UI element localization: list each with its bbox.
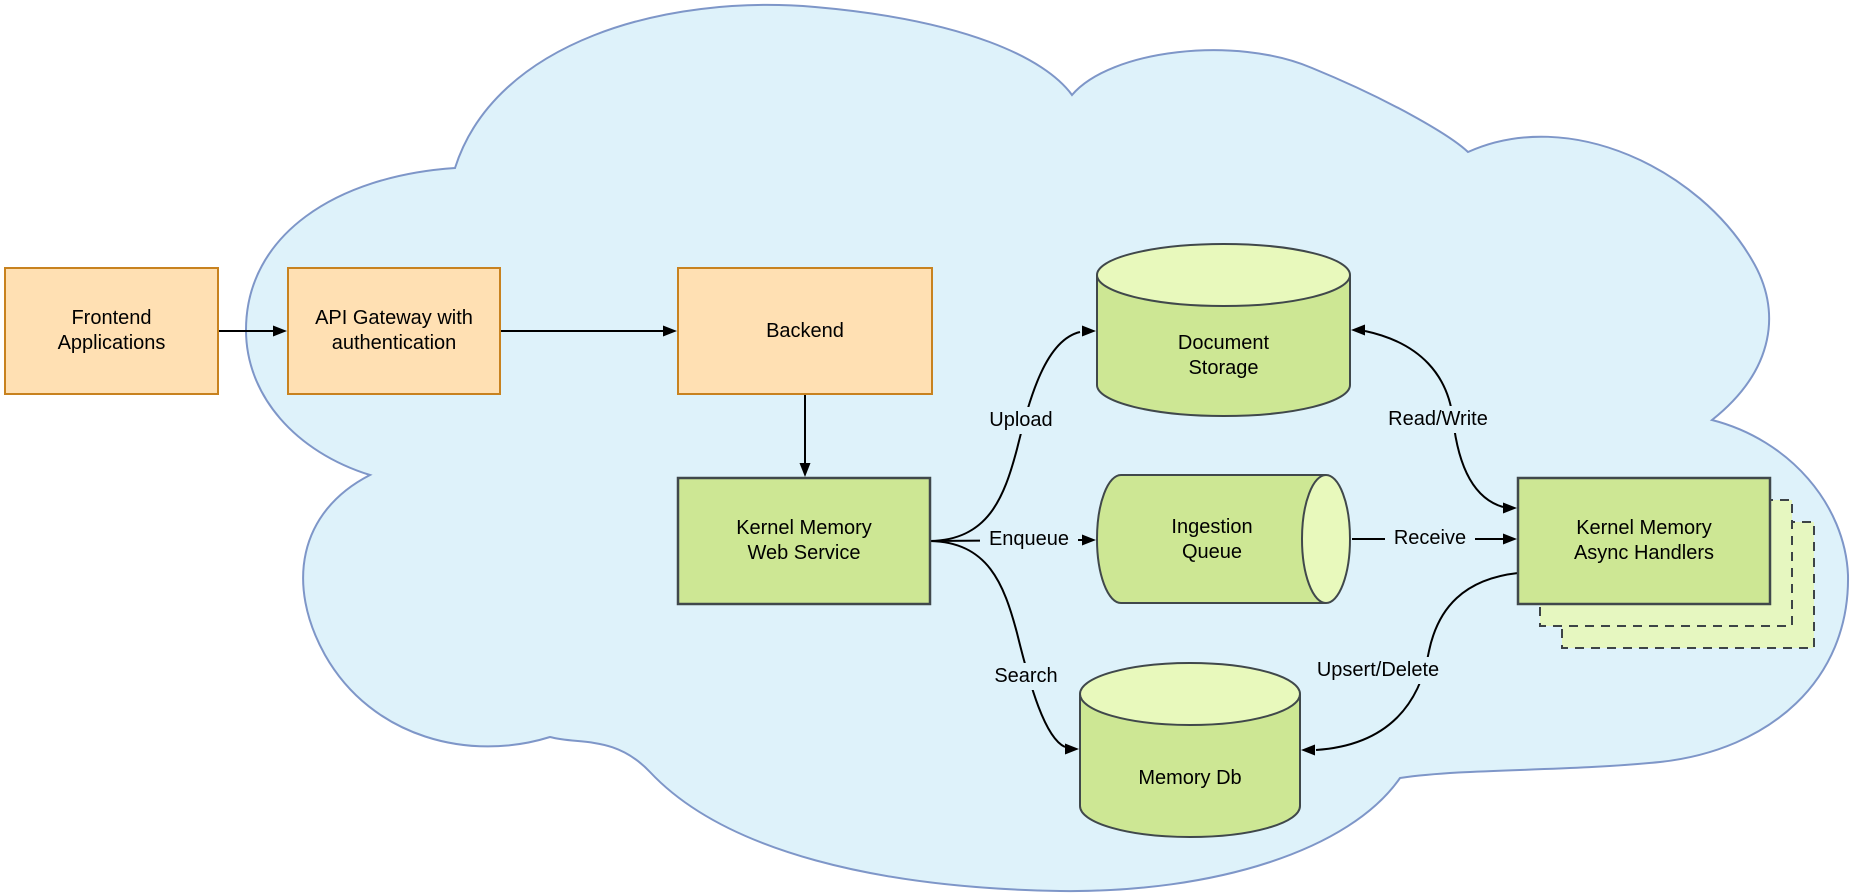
edge-arrowheads [273, 324, 1517, 756]
node-ingestion-queue-cylinder [1096, 474, 1351, 604]
arrowhead-readwrite-into-storage [1351, 324, 1365, 336]
node-frontend-applications-box [4, 267, 219, 395]
node-api-gateway-box [287, 267, 501, 395]
node-kernel-memory-web-service-box [676, 476, 932, 606]
edge-enqueue-line [929, 539, 1083, 542]
document-storage-cap [1096, 243, 1351, 307]
memory-db-cap [1079, 662, 1301, 726]
arrowhead-into-webservice [799, 463, 811, 477]
arrowhead-readwrite-into-handlers [1503, 502, 1517, 514]
edge-search-curve [929, 540, 1066, 748]
node-kernel-memory-async-handlers-box [1516, 476, 1772, 606]
node-document-storage-cylinder [1096, 243, 1351, 417]
ingestion-queue-cap [1301, 474, 1351, 604]
arrowhead-enqueue-into-queue [1082, 534, 1096, 546]
edge-upsertdelete-curve [1315, 572, 1519, 751]
ingestion-queue-body [1121, 475, 1326, 603]
arrowhead-upload-into-storage [1082, 325, 1096, 337]
arrowhead-receive-into-handlers [1503, 533, 1517, 545]
arrowhead-upsert-into-memorydb [1301, 744, 1315, 756]
arrowhead-search-into-memorydb [1065, 743, 1079, 755]
cloud-boundary-shape [244, 3, 1850, 893]
node-backend-box [677, 267, 933, 395]
node-memory-db-cylinder [1079, 662, 1301, 838]
arrowhead-into-backend [663, 325, 677, 337]
edge-upload-curve [929, 331, 1081, 542]
arrowhead-into-gateway [273, 325, 287, 337]
